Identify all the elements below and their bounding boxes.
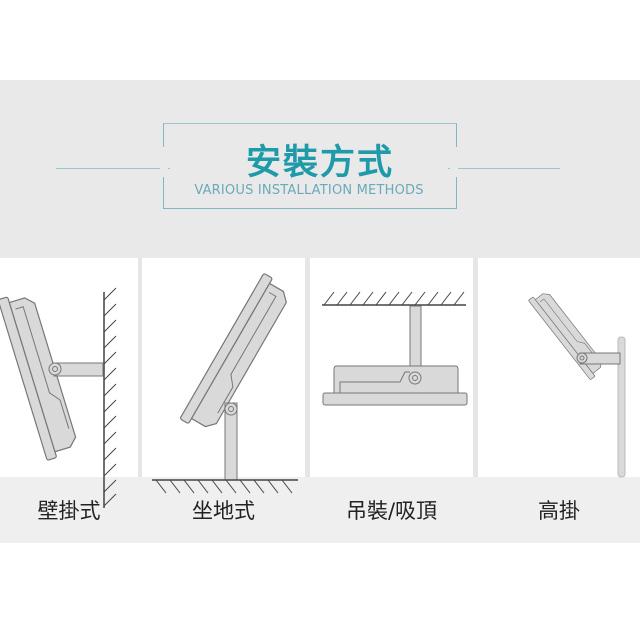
header-band xyxy=(0,80,640,258)
method-label-pole-mount: 高掛 xyxy=(538,499,580,523)
wall-mount-diagram xyxy=(0,287,117,508)
title-divider-right xyxy=(448,168,560,169)
method-label-floor-mount: 坐地式 xyxy=(192,499,255,523)
ceiling-mount-diagram xyxy=(322,291,468,406)
page-title: 安裝方式 xyxy=(245,143,394,183)
method-label-wall-mount: 壁掛式 xyxy=(37,499,101,523)
frame-gap-right xyxy=(450,147,458,177)
floor-mount-diagram xyxy=(152,272,298,494)
label-band xyxy=(0,477,640,543)
panel-pole-mount xyxy=(478,258,640,477)
title-divider-left xyxy=(56,168,170,169)
page-subtitle: VARIOUS INSTALLATION METHODS xyxy=(194,183,424,198)
pole-mount-diagram xyxy=(527,287,626,478)
frame-gap-left xyxy=(160,147,168,177)
method-label-ceiling-mount: 吊裝/吸頂 xyxy=(345,499,438,523)
